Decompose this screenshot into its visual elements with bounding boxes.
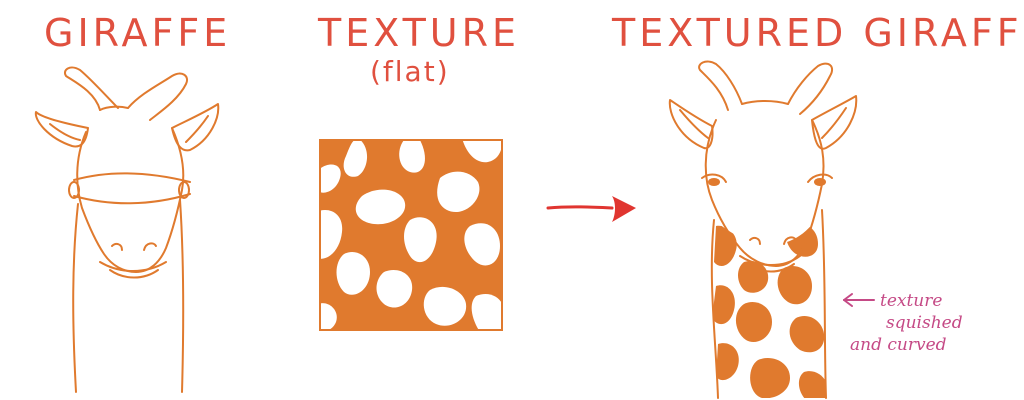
annotation-line-3: and curved [850, 335, 947, 355]
textured-giraffe-heading: TEXTURED GIRAFFE [612, 11, 1024, 55]
annotation-line-2: squished [886, 313, 963, 333]
giraffe-sketch [34, 66, 220, 393]
annotation-arrow-icon [843, 293, 875, 307]
giraffe-heading: GIRAFFE [44, 11, 232, 55]
annotation-line-1: texture [880, 291, 943, 311]
textured-giraffe [668, 60, 858, 399]
texture-subheading: (flat) [370, 55, 450, 88]
arrow-icon [546, 196, 636, 222]
texture-heading: TEXTURE [318, 11, 521, 55]
flat-texture-swatch [319, 139, 503, 331]
